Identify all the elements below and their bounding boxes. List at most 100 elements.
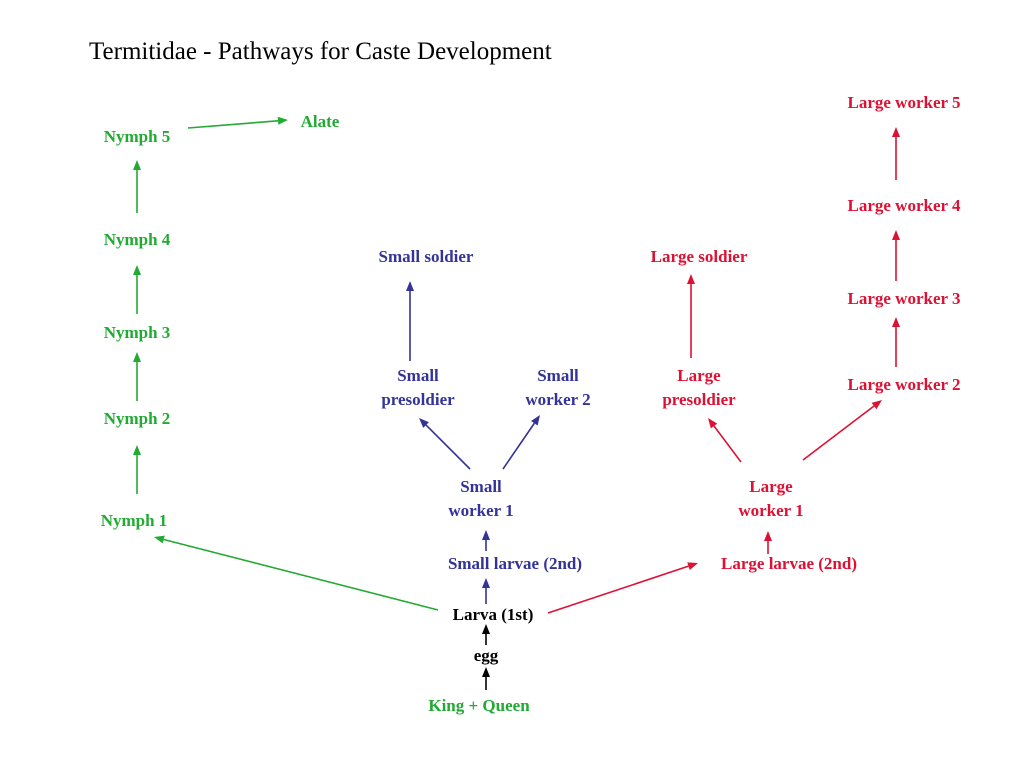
- node-label-line: Larva (1st): [452, 605, 534, 624]
- node-nymph-5: Nymph 5: [104, 125, 171, 149]
- arrow-nymph-1-to-nymph-2: [133, 445, 141, 494]
- arrow-large-worker-4-to-large-worker-5: [892, 127, 900, 180]
- arrow-shaft: [802, 405, 875, 461]
- node-small-worker-2: Small worker 2: [525, 364, 590, 412]
- arrow-small-worker-1-to-small-presoldier: [419, 418, 471, 470]
- node-label-line: worker 2: [525, 390, 591, 409]
- node-small-soldier: Small soldier: [379, 245, 474, 269]
- arrow-shaft: [713, 425, 742, 463]
- node-king-queen: King + Queen: [428, 694, 529, 718]
- node-label-line: Large: [677, 366, 721, 385]
- node-label-line: presoldier: [381, 390, 455, 409]
- arrow-shaft: [502, 422, 536, 470]
- node-label-line: Large worker 4: [847, 196, 961, 215]
- node-label-line: Alate: [300, 112, 340, 131]
- arrow-nymph-3-to-nymph-4: [133, 265, 141, 314]
- node-label-line: egg: [473, 646, 499, 665]
- diagram-title: Termitidae - Pathways for Caste Developm…: [89, 38, 552, 65]
- node-nymph-4: Nymph 4: [104, 228, 171, 252]
- node-large-worker-1: Large worker 1: [738, 475, 803, 523]
- node-label-line: Large worker 5: [847, 93, 961, 112]
- node-label-line: Small: [397, 366, 439, 385]
- node-label-line: Nymph 3: [103, 323, 171, 342]
- node-label-line: Nymph 5: [103, 127, 171, 146]
- arrow-head: [871, 400, 882, 410]
- arrow-shaft: [425, 424, 471, 470]
- arrow-head: [419, 418, 429, 428]
- node-larva-1st: Larva (1st): [453, 603, 534, 627]
- arrow-head: [482, 624, 490, 634]
- node-label-line: Nymph 4: [103, 230, 171, 249]
- node-label-line: Small larvae (2nd): [447, 554, 583, 573]
- arrow-king-queen-to-egg: [482, 667, 490, 690]
- arrow-head: [133, 445, 141, 455]
- node-large-worker-2: Large worker 2: [848, 373, 961, 397]
- arrow-head: [764, 531, 772, 541]
- node-label-line: Small soldier: [378, 247, 474, 266]
- arrow-small-worker-1-to-small-worker-2: [502, 415, 540, 470]
- arrow-shaft: [163, 538, 439, 611]
- arrow-head: [892, 317, 900, 327]
- node-large-worker-5: Large worker 5: [848, 91, 961, 115]
- arrow-head: [133, 265, 141, 275]
- node-egg: egg: [474, 644, 499, 668]
- arrow-large-worker-2-to-large-worker-3: [892, 317, 900, 367]
- arrow-head: [687, 562, 698, 570]
- node-label-line: Large soldier: [650, 247, 748, 266]
- node-small-larvae-2nd: Small larvae (2nd): [448, 552, 582, 576]
- arrow-head: [892, 127, 900, 137]
- arrow-egg-to-larva-1st: [482, 624, 490, 645]
- arrow-small-larvae-2nd-to-small-worker-1: [482, 530, 490, 551]
- node-label-line: Large: [749, 477, 793, 496]
- node-large-worker-3: Large worker 3: [848, 287, 961, 311]
- arrow-larva-1st-to-large-larvae-2nd: [547, 562, 698, 614]
- arrow-head: [482, 667, 490, 677]
- arrow-large-larvae-2nd-to-large-worker-1: [764, 531, 772, 554]
- arrow-large-presoldier-to-large-soldier: [687, 274, 695, 358]
- arrow-nymph-5-to-alate: [187, 116, 288, 129]
- node-label-line: Small: [460, 477, 502, 496]
- arrow-head: [154, 535, 165, 544]
- node-large-presoldier: Large presoldier: [662, 364, 735, 412]
- arrow-head: [133, 160, 141, 170]
- node-label-line: Large worker 2: [847, 375, 961, 394]
- arrow-small-presoldier-to-small-soldier: [406, 281, 414, 361]
- arrow-larva-1st-to-small-larvae-2nd: [482, 578, 490, 604]
- node-small-presoldier: Small presoldier: [381, 364, 454, 412]
- arrow-head: [687, 274, 695, 284]
- node-nymph-2: Nymph 2: [104, 407, 171, 431]
- node-nymph-3: Nymph 3: [104, 321, 171, 345]
- arrow-head: [482, 530, 490, 540]
- arrow-head: [406, 281, 414, 291]
- node-large-worker-4: Large worker 4: [848, 194, 961, 218]
- arrow-head: [708, 418, 718, 429]
- arrow-head: [482, 578, 490, 588]
- arrow-head: [277, 116, 288, 125]
- arrow-head: [892, 230, 900, 240]
- arrow-nymph-4-to-nymph-5: [133, 160, 141, 213]
- arrow-head: [133, 352, 141, 362]
- arrow-large-worker-1-to-large-presoldier: [708, 418, 742, 463]
- node-label-line: Nymph 1: [100, 511, 168, 530]
- node-label-line: worker 1: [448, 501, 514, 520]
- node-label-line: presoldier: [662, 390, 736, 409]
- node-large-soldier: Large soldier: [651, 245, 748, 269]
- node-nymph-1: Nymph 1: [101, 509, 168, 533]
- node-label-line: Small: [537, 366, 579, 385]
- arrow-large-worker-3-to-large-worker-4: [892, 230, 900, 281]
- node-alate: Alate: [301, 110, 340, 134]
- arrow-larva-1st-to-nymph-1: [154, 535, 439, 611]
- node-small-worker-1: Small worker 1: [448, 475, 513, 523]
- arrow-head: [531, 415, 540, 426]
- node-label-line: worker 1: [738, 501, 804, 520]
- arrow-large-worker-1-to-large-worker-2: [802, 400, 882, 461]
- node-label-line: Nymph 2: [103, 409, 171, 428]
- node-label-line: King + Queen: [428, 696, 530, 715]
- arrow-nymph-2-to-nymph-3: [133, 352, 141, 401]
- arrow-shaft: [547, 565, 689, 614]
- arrow-shaft: [187, 120, 279, 129]
- node-label-line: Large larvae (2nd): [721, 554, 857, 573]
- node-large-larvae-2nd: Large larvae (2nd): [721, 552, 857, 576]
- node-label-line: Large worker 3: [847, 289, 961, 308]
